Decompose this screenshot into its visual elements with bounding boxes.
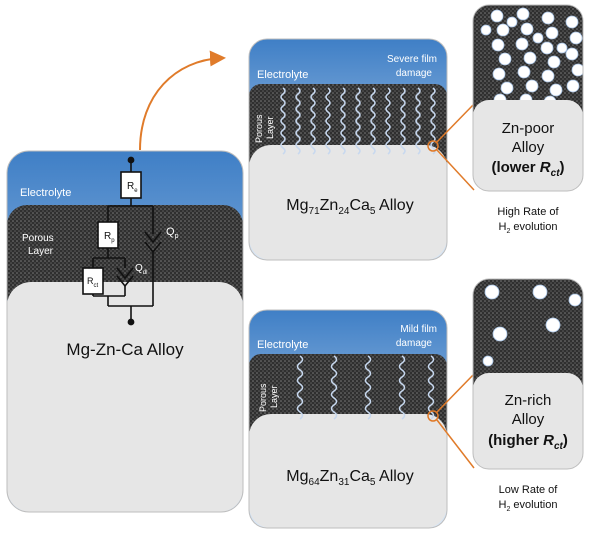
arrow-to-top-panel — [139, 50, 226, 151]
top-zoom-line1: Zn-poor — [502, 120, 555, 137]
label-rp: Rp — [104, 231, 115, 244]
label-qdl: Qdl — [135, 263, 147, 276]
top-zoom-line3: (lower Rct) — [491, 159, 564, 179]
bottom-zoom-line1: Zn-rich — [505, 392, 552, 409]
bottom-zoom-line2: Alloy — [512, 411, 545, 428]
top-damage-label-1: Severe film — [387, 54, 437, 65]
bottom-alloy-substrate — [249, 414, 447, 528]
top-electrolyte-label: Electrolyte — [257, 69, 308, 81]
top-zoom-panel — [473, 5, 583, 191]
left-panel — [7, 151, 243, 512]
top-panel — [249, 39, 447, 260]
top-pore-waves — [280, 87, 436, 155]
bottom-damage-label-2: damage — [396, 338, 433, 349]
label-qp: Qp — [166, 226, 179, 240]
left-alloy-label: Mg-Zn-Ca Alloy — [66, 340, 184, 359]
top-alloy-label: Mg71Zn24Ca5 Alloy — [286, 197, 413, 217]
bottom-zoom-caption2: H2 evolution — [499, 499, 558, 513]
top-zoom-alloy — [473, 100, 583, 191]
bottom-zoom-caption1: Low Rate of — [499, 484, 559, 496]
bottom-zoom-marker — [427, 410, 439, 422]
top-zoom-marker — [427, 140, 439, 152]
equivalent-circuit — [82, 156, 162, 326]
left-electrolyte-label: Electrolyte — [20, 187, 71, 199]
bottom-porous-label: PorousLayer — [258, 383, 279, 412]
bottom-panel — [249, 310, 447, 528]
bottom-damage-label-1: Mild film — [400, 324, 437, 335]
top-zoom-caption1: High Rate of — [497, 206, 559, 218]
left-alloy-substrate — [7, 282, 243, 512]
top-damage-label-2: damage — [396, 68, 433, 79]
top-zoom-caption2: H2 evolution — [499, 221, 558, 235]
bottom-zoom-line3: (higher Rct) — [488, 432, 568, 452]
label-rct: Rct — [87, 276, 99, 289]
top-zoom-line2: Alloy — [512, 139, 545, 156]
top-porous-label: PorousLayer — [254, 114, 275, 143]
left-porous-label-1: Porous — [22, 233, 54, 244]
top-alloy-substrate — [249, 145, 447, 260]
bottom-h2-bubbles — [482, 284, 582, 367]
left-porous-label-2: Layer — [28, 246, 54, 257]
bottom-electrolyte-label: Electrolyte — [257, 339, 308, 351]
bottom-pore-waves — [296, 355, 435, 420]
label-re: Re — [127, 181, 138, 194]
bottom-zoom-alloy — [473, 373, 583, 469]
bottom-alloy-label: Mg64Zn31Ca5 Alloy — [286, 468, 413, 488]
bottom-zoom-panel — [473, 279, 583, 469]
